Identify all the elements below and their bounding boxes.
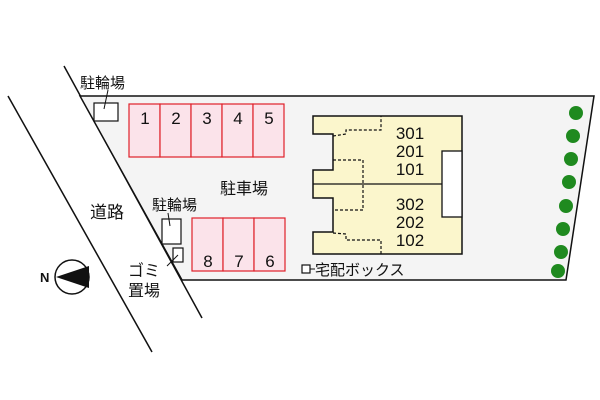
tree-icon xyxy=(564,152,578,166)
parking-number: 1 xyxy=(140,109,149,128)
parking-top-row: 1 2 3 4 5 xyxy=(128,103,285,158)
parking-number: 5 xyxy=(264,109,273,128)
leader-line xyxy=(166,254,179,267)
bicycle-parking-box-mid xyxy=(161,218,182,245)
garbage-label-line1: ゴミ xyxy=(128,261,160,280)
leader-line xyxy=(167,212,171,227)
parking-number: 8 xyxy=(203,252,212,271)
interior-dashed-lines xyxy=(332,116,382,254)
trees xyxy=(551,106,583,278)
parking-space xyxy=(191,217,224,272)
parking-bottom-row: 8 7 6 xyxy=(191,217,286,272)
parking-number: 4 xyxy=(233,109,242,128)
unit-number: 201 xyxy=(396,142,424,161)
unit-number: 202 xyxy=(396,213,424,232)
delivery-box-label: 宅配ボックス xyxy=(315,261,405,279)
north-label: N xyxy=(40,270,49,285)
tree-icon xyxy=(551,264,565,278)
bicycle-parking-box-top xyxy=(93,102,119,122)
parking-number: 3 xyxy=(202,109,211,128)
bicycle-parking-label-mid: 駐輪場 xyxy=(152,196,197,214)
unit-number: 301 xyxy=(396,124,424,143)
tree-icon xyxy=(559,199,573,213)
unit-number: 302 xyxy=(396,195,424,214)
tree-icon xyxy=(556,222,570,236)
building-outline xyxy=(312,115,463,255)
garbage-label-line2: 置場 xyxy=(128,281,160,300)
parking-number: 2 xyxy=(171,109,180,128)
parking-space xyxy=(221,103,254,158)
unit-number: 101 xyxy=(396,160,424,179)
tree-icon xyxy=(554,245,568,259)
parking-space xyxy=(252,103,285,158)
delivery-box-icon xyxy=(301,264,311,274)
tree-icon xyxy=(562,175,576,189)
tree-icon xyxy=(569,106,583,120)
bicycle-parking-label-top: 駐輪場 xyxy=(80,74,125,92)
parking-space xyxy=(190,103,223,158)
road-label: 道路 xyxy=(90,203,124,223)
parking-number: 6 xyxy=(265,252,274,271)
leader-line xyxy=(103,89,109,110)
unit-number: 102 xyxy=(396,231,424,250)
parking-number: 7 xyxy=(234,252,243,271)
parking-space xyxy=(128,103,161,158)
parking-space xyxy=(253,217,286,272)
road-edge-left xyxy=(7,95,153,353)
tree-icon xyxy=(566,129,580,143)
car-parking-label: 駐車場 xyxy=(220,179,268,198)
stairs-block xyxy=(441,150,463,218)
compass-icon: N xyxy=(40,259,90,295)
apartment-building: 301 201 101 302 202 102 xyxy=(312,115,463,255)
